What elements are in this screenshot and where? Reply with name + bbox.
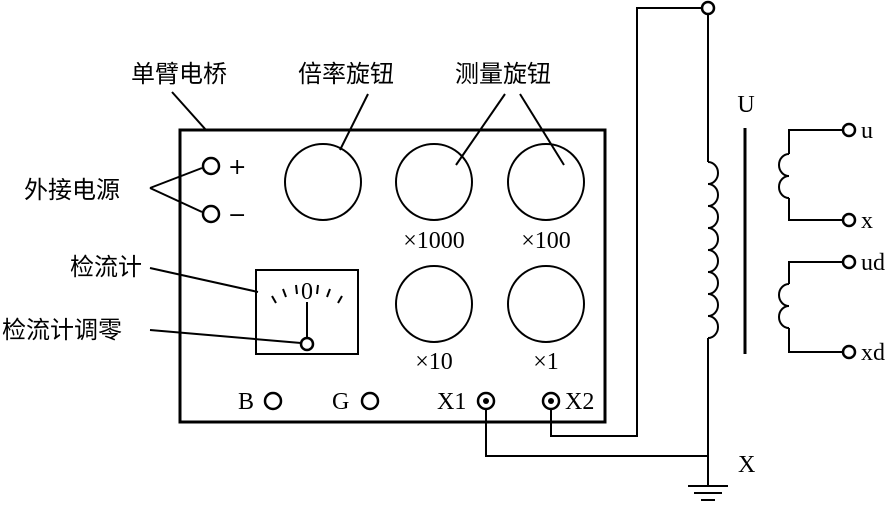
label-ground-node: X xyxy=(738,452,755,478)
ext-power-minus-terminal xyxy=(201,204,221,224)
secondary-ux-lead-top xyxy=(788,129,843,154)
label-galvanometer: 检流计 xyxy=(70,253,142,281)
transformer-top-terminal xyxy=(700,0,716,16)
measure-knob-x100 xyxy=(507,143,585,221)
galvanometer-zero-adjust xyxy=(299,336,315,352)
terminal-g-label: G xyxy=(332,389,349,415)
ratio-knob xyxy=(284,143,362,221)
secondary-ux-lead-bottom xyxy=(788,198,843,221)
label-ratio-knob: 倍率旋钮 xyxy=(298,60,394,88)
label-x10: ×10 xyxy=(415,349,453,375)
minus-sign: − xyxy=(228,203,246,228)
galvanometer-scale xyxy=(271,284,343,304)
terminal-x xyxy=(841,212,857,228)
ground-symbol xyxy=(688,485,728,501)
ext-power-plus-terminal xyxy=(201,156,221,176)
primary-winding xyxy=(707,161,719,339)
secondary-udxd-lead-top xyxy=(788,261,843,284)
label-x: x xyxy=(861,208,873,234)
terminal-b xyxy=(263,391,283,411)
label-transformer: U xyxy=(737,92,754,118)
label-ext-power: 外接电源 xyxy=(24,176,120,204)
terminal-x1-label: X1 xyxy=(437,389,466,415)
measure-knob-x10 xyxy=(395,265,473,343)
measure-knob-x1000 xyxy=(395,143,473,221)
terminal-x1-dot xyxy=(483,398,489,404)
secondary-udxd-winding xyxy=(778,283,790,329)
terminal-xd xyxy=(841,344,857,360)
terminal-b-label: B xyxy=(238,389,254,415)
label-bridge: 单臂电桥 xyxy=(131,60,227,88)
label-ud: ud xyxy=(861,250,885,276)
label-galvanometer-zero: 检流计调零 xyxy=(2,316,122,344)
measure-knob-x1 xyxy=(507,265,585,343)
terminal-x2-label: X2 xyxy=(565,389,594,415)
label-u: u xyxy=(861,118,873,144)
terminal-x2-dot xyxy=(548,398,554,404)
label-measure-knob: 测量旋钮 xyxy=(455,60,551,88)
label-x1: ×1 xyxy=(533,349,559,375)
secondary-udxd-lead-bottom xyxy=(788,328,843,353)
galvanometer-box xyxy=(255,269,359,355)
label-xd: xd xyxy=(861,340,885,366)
leader-lines xyxy=(149,91,565,344)
terminal-u xyxy=(841,122,857,138)
wire-x1-to-ground xyxy=(485,409,708,457)
terminal-g xyxy=(360,391,380,411)
wire-x2-to-top xyxy=(550,7,703,437)
bridge-panel xyxy=(178,128,607,424)
plus-sign: + xyxy=(228,155,246,180)
label-x1000: ×1000 xyxy=(403,228,465,254)
galvanometer-zero-mark: 0 xyxy=(301,279,313,305)
secondary-ux-winding xyxy=(778,153,790,199)
terminal-ud xyxy=(841,254,857,270)
label-x100: ×100 xyxy=(521,228,571,254)
